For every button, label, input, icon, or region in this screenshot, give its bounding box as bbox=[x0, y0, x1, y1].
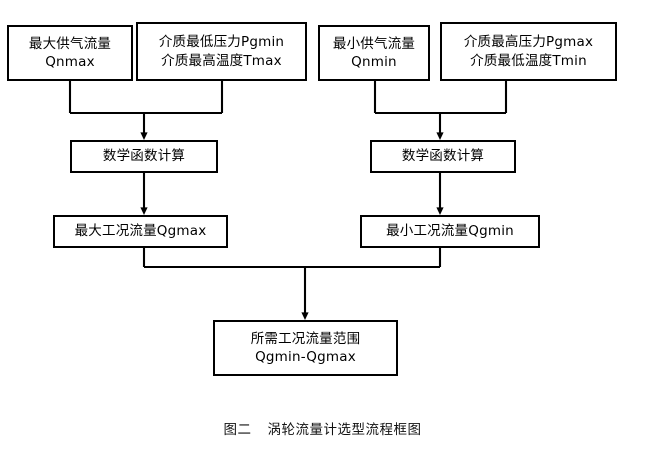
node-required-working-flow-range-line-0: 所需工况流量范围 bbox=[250, 330, 361, 347]
node-min-supply-flow-line-0: 最小供气流量 bbox=[332, 35, 416, 52]
node-medium-max-pressure-min-temp-line-1: 介质最低温度Tmin bbox=[470, 52, 587, 69]
figure-caption-text: 涡轮流量计选型流程框图 bbox=[267, 422, 422, 438]
node-max-supply-flow-line-0: 最大供气流量 bbox=[28, 35, 112, 52]
node-min-supply-flow-line-1: Qnmin bbox=[351, 54, 397, 70]
node-math-function-calc-left-line-0: 数学函数计算 bbox=[102, 147, 186, 164]
figure-caption: 图二涡轮流量计选型流程框图 bbox=[0, 418, 645, 438]
node-medium-max-pressure-min-temp-line-0: 介质最高压力Pgmax bbox=[463, 34, 594, 51]
node-medium-min-pressure-max-temp-line-0: 介质最低压力Pgmin bbox=[158, 34, 285, 51]
node-medium-min-pressure-max-temp-line-1: 介质最高温度Tmax bbox=[161, 52, 282, 69]
node-min-working-flow-line-0: 最小工况流量Qgmin bbox=[386, 222, 514, 239]
node-math-function-calc-right: 数学函数计算 bbox=[370, 140, 516, 173]
node-math-function-calc-left: 数学函数计算 bbox=[70, 140, 218, 173]
node-max-working-flow-line-0: 最大工况流量Qgmax bbox=[74, 222, 207, 239]
node-required-working-flow-range-line-1: Qgmin-Qgmax bbox=[255, 349, 356, 365]
node-max-working-flow: 最大工况流量Qgmax bbox=[53, 215, 228, 248]
node-math-function-calc-right-line-0: 数学函数计算 bbox=[401, 147, 485, 164]
node-required-working-flow-range: 所需工况流量范围 Qgmin-Qgmax bbox=[213, 320, 398, 376]
figure-caption-label: 图二 bbox=[223, 422, 252, 438]
node-max-supply-flow-line-1: Qnmax bbox=[45, 54, 95, 70]
node-max-supply-flow: 最大供气流量 Qnmax bbox=[7, 25, 133, 81]
node-min-supply-flow: 最小供气流量 Qnmin bbox=[318, 25, 430, 81]
node-min-working-flow: 最小工况流量Qgmin bbox=[360, 215, 540, 248]
